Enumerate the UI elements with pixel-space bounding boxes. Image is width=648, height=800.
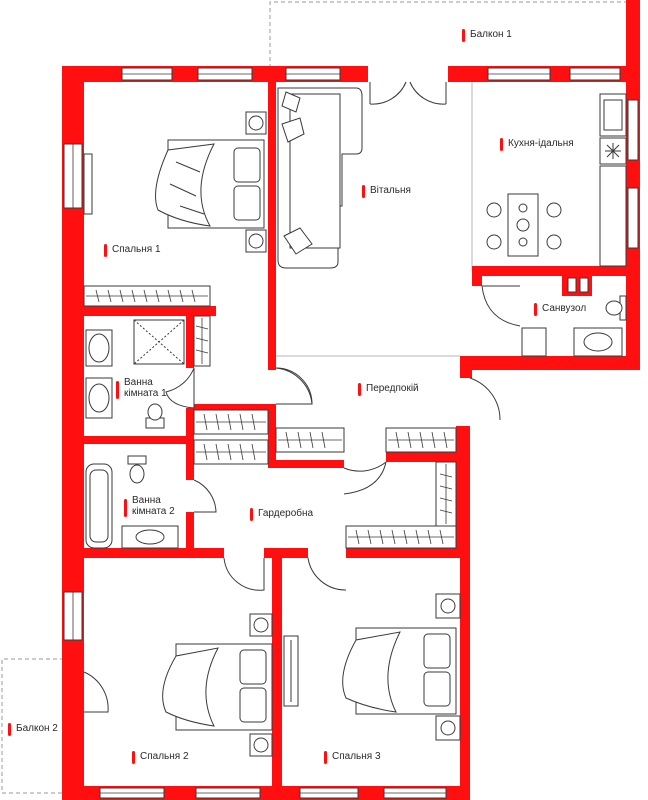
balcony-door <box>368 66 448 105</box>
wall-bed1-bottom <box>84 306 216 316</box>
balcony-1-outline <box>269 1 628 68</box>
thin-partitions <box>276 82 473 357</box>
wall-bath1-right <box>186 316 194 368</box>
wall-hall-mid <box>272 460 344 468</box>
wall-bath1-lower-right <box>186 408 194 468</box>
door-bed3 <box>307 557 347 591</box>
wall-bed2-bed3 <box>272 558 282 800</box>
wc-fixtures <box>521 277 627 357</box>
windows <box>63 67 639 799</box>
door-swings <box>83 285 521 713</box>
wall-bath2-bottom <box>84 548 224 558</box>
wall-kitchen-bottom <box>472 266 626 276</box>
door-entrance <box>469 377 501 421</box>
wall-wc-left <box>472 276 482 286</box>
wall-right-lower <box>460 426 470 800</box>
door-wc <box>481 285 521 327</box>
wall-hall-top-left <box>194 404 276 410</box>
wall-hall-mid-right <box>386 452 466 462</box>
label-kitchen: Кухня-ідальня <box>500 138 574 151</box>
wall-top-right-stub <box>626 0 640 82</box>
door-hall-left <box>343 461 387 495</box>
bath2-fixtures <box>85 455 179 549</box>
wall-bed1-living <box>268 82 276 370</box>
label-living: Вітальня <box>362 185 411 198</box>
wall-ward-bottom-mid <box>264 548 308 558</box>
hanger-ticks <box>95 289 453 545</box>
window-glass <box>72 73 620 794</box>
door-living <box>275 367 313 405</box>
door-bed2 <box>223 557 265 591</box>
door-bath1 <box>165 367 195 409</box>
wardrobe-hangers <box>86 295 454 538</box>
label-balcony1: Балкон 1 <box>462 29 512 42</box>
wall-bath2-lower-right <box>186 512 194 556</box>
label-bedroom2: Спальня 2 <box>132 751 189 764</box>
wall-hall-left-post <box>268 410 276 468</box>
bedroom2-furniture <box>162 613 273 757</box>
door-balcony2 <box>83 671 109 713</box>
bedroom1-furniture <box>83 111 267 253</box>
door-hall-right <box>343 461 387 472</box>
living-sofa <box>277 87 363 269</box>
label-bedroom3: Спальня 3 <box>324 751 381 764</box>
wall-ward-bottom <box>194 548 224 558</box>
wardrobes <box>83 285 457 549</box>
bedroom3-furniture <box>283 593 461 741</box>
label-wc: Санвузол <box>534 303 586 316</box>
wall-right-jog <box>460 356 472 378</box>
label-balcony2: Балкон 2 <box>8 723 58 736</box>
label-bedroom1: Спальня 1 <box>104 244 161 257</box>
label-hall: Передпокій <box>358 383 419 396</box>
wall-ward-bottom-right <box>346 548 460 558</box>
door-bath2 <box>193 479 217 513</box>
wall-bath2-right <box>186 444 194 480</box>
balcony-2-outline <box>1 658 64 794</box>
wall-right-bottom <box>460 356 640 370</box>
door-bed1 <box>275 367 313 405</box>
kitchen-furniture <box>486 93 627 267</box>
label-wardrobe: Гардеробна <box>250 508 313 521</box>
bath1-fixtures <box>85 319 185 429</box>
balcony-outlines <box>1 1 628 794</box>
wall-ward-right <box>456 426 470 558</box>
wall-bath1-bottom <box>84 436 186 444</box>
